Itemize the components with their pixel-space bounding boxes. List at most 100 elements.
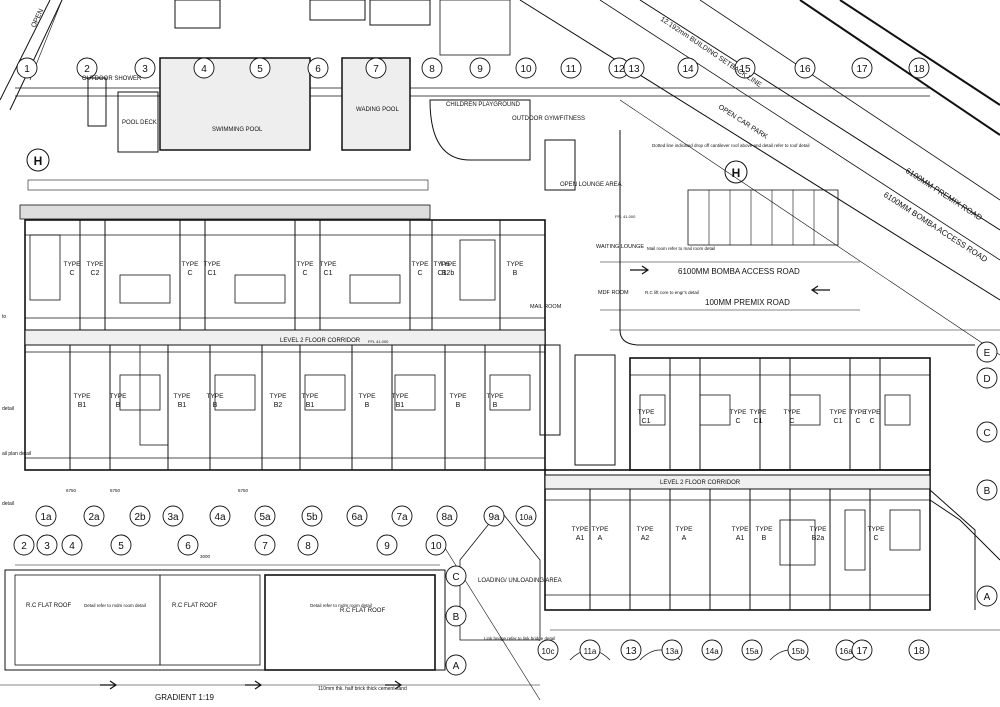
right-lower-unit-3-type-code: A bbox=[682, 535, 687, 542]
right-upper-unit-0-type-word: TYPE bbox=[638, 409, 656, 416]
grid-row-l-A-circle bbox=[445, 654, 467, 676]
grid-top-7: 7 bbox=[373, 64, 379, 75]
grid-mid-6a: 6a bbox=[351, 512, 363, 523]
grid-bl-10: 10 bbox=[430, 541, 442, 552]
label-children-playground: CHILDREN PLAYGROUND bbox=[446, 102, 521, 108]
grid-top-14-circle bbox=[677, 57, 699, 79]
right-upper-unit-6-type-word: TYPE bbox=[864, 409, 882, 416]
label-plan-detail-left: ail plan detail bbox=[2, 451, 31, 457]
label-rc-roof-3: R.C FLAT ROOF bbox=[340, 608, 385, 614]
grid-top-10: 10 bbox=[520, 64, 532, 75]
upper-unit-7-type-code: C1 bbox=[438, 270, 447, 277]
grid-br-17-circle bbox=[851, 639, 873, 661]
lower-unit-7-type-code: B1 bbox=[396, 402, 405, 409]
upper-unit-4-type-word: TYPE bbox=[297, 261, 315, 268]
label-brick-note: 110mm thk. half brick thick cement sand bbox=[318, 686, 407, 692]
grid-mid-7a-circle bbox=[391, 505, 413, 527]
right-lower-unit-0-type-word: TYPE bbox=[572, 526, 590, 533]
grid-top-6-circle bbox=[307, 57, 329, 79]
right-upper-unit-4-type-code: C1 bbox=[834, 418, 843, 425]
roof-areas bbox=[0, 509, 1000, 701]
grid-top-11: 11 bbox=[566, 64, 577, 75]
label-to: to bbox=[2, 314, 6, 320]
right-lower-unit-7-type-word: TYPE bbox=[868, 526, 886, 533]
grid-bl-5-circle bbox=[110, 534, 132, 556]
label-wading-pool: WADING POOL bbox=[356, 107, 399, 113]
label-dotted-note: Dotted line indicated drop off cantileve… bbox=[652, 143, 810, 148]
grid-br-18-circle bbox=[908, 639, 930, 661]
grid-bl-5: 5 bbox=[118, 541, 124, 552]
label-setback: 12.192mm BUILDING SETBACK LINE bbox=[659, 16, 763, 89]
grid-mid-2a-circle bbox=[83, 505, 105, 527]
lower-unit-1-type-code: B bbox=[116, 402, 121, 409]
grid-mid-2b-circle bbox=[129, 505, 151, 527]
right-upper-unit-3-type-code: C bbox=[789, 418, 794, 425]
grid-row-l-C: C bbox=[452, 572, 459, 583]
right-lower-unit-2-type-code: A2 bbox=[641, 535, 650, 542]
grid-bl-8: 8 bbox=[305, 541, 311, 552]
upper-unit-0-type-word: TYPE bbox=[64, 261, 82, 268]
grid-br-13a-circle bbox=[661, 639, 683, 661]
grid-bl-4: 4 bbox=[69, 541, 75, 552]
label-detail-mdm-1: Detail refer to mdm room detail bbox=[84, 603, 146, 608]
grid-row-r-D-circle bbox=[976, 367, 998, 389]
label-detail-left: detail bbox=[2, 406, 14, 412]
grid-mid-9a-circle bbox=[483, 505, 505, 527]
site-linework bbox=[0, 0, 1000, 356]
lower-unit-4-type-code: B2 bbox=[274, 402, 283, 409]
grid-top-6: 6 bbox=[315, 64, 321, 75]
label-rc-roof-1: R.C FLAT ROOF bbox=[26, 603, 71, 609]
grid-br-10c-circle bbox=[537, 639, 559, 661]
label-open-top: OPEN bbox=[30, 8, 45, 29]
grid-row-r-B-circle bbox=[976, 479, 998, 501]
grid-top-9: 9 bbox=[477, 64, 483, 75]
label-outdoor-gym: OUTDOOR GYM/FITNESS bbox=[512, 116, 585, 122]
direction-arrows bbox=[100, 265, 830, 690]
right-lower-unit-0-type-code: A1 bbox=[576, 535, 585, 542]
grid-h-right: H bbox=[732, 166, 741, 180]
label-bomba-access: 6100MM BOMBA ACCESS ROAD bbox=[678, 267, 800, 276]
grid-br-13-circle bbox=[620, 639, 642, 661]
lower-unit-3-type-code: B bbox=[213, 402, 218, 409]
lower-unit-6-type-code: B bbox=[365, 402, 370, 409]
lower-unit-8-type-code: B bbox=[456, 402, 461, 409]
label-rc-roof-2: R.C FLAT ROOF bbox=[172, 603, 217, 609]
upper-unit-2-type-word: TYPE bbox=[182, 261, 200, 268]
lower-unit-2-type-word: TYPE bbox=[174, 393, 192, 400]
grid-bl-2: 2 bbox=[21, 541, 27, 552]
grid-mid-5a-circle bbox=[254, 505, 276, 527]
label-gradient: GRADIENT 1:19 bbox=[155, 693, 215, 702]
grid-top-8: 8 bbox=[429, 64, 435, 75]
grid-top-17-circle bbox=[851, 57, 873, 79]
right-upper-unit-4-type-word: TYPE bbox=[830, 409, 848, 416]
grid-mid-10a-circle bbox=[515, 505, 537, 527]
upper-unit-6-type-code: C bbox=[417, 270, 422, 277]
right-upper-unit-5-type-word: TYPE bbox=[850, 409, 868, 416]
grid-mid-3a-circle bbox=[162, 505, 184, 527]
grid-mid-10a: 10a bbox=[519, 513, 533, 522]
grid-row-l-A: A bbox=[453, 661, 460, 672]
grid-top-14: 14 bbox=[682, 64, 694, 75]
grid-top-3: 3 bbox=[142, 64, 148, 75]
right-lower-unit-1-type-code: A bbox=[598, 535, 603, 542]
right-upper-unit-3-type-word: TYPE bbox=[784, 409, 802, 416]
grid-mid-4a-circle bbox=[209, 505, 231, 527]
right-upper-unit-0-type-code: C1 bbox=[642, 418, 651, 425]
grid-top-1-circle bbox=[16, 57, 38, 79]
right-lower-unit-7-type-code: C bbox=[873, 535, 878, 542]
dim-2: 6750 bbox=[110, 488, 121, 493]
grid-br-14a: 14a bbox=[705, 647, 719, 656]
grid-mid-8a: 8a bbox=[441, 512, 453, 523]
dim-small: 3000 bbox=[200, 554, 211, 559]
grid-top-5-circle bbox=[249, 57, 271, 79]
grid-row-r-E-circle bbox=[976, 341, 998, 363]
grid-mid-5b: 5b bbox=[306, 512, 318, 523]
label-level2-corridor: LEVEL 2 FLOOR CORRIDOR bbox=[280, 338, 361, 344]
grid-top-10-circle bbox=[515, 57, 537, 79]
lower-unit-8-type-word: TYPE bbox=[450, 393, 468, 400]
grid-mid-1a-circle bbox=[35, 505, 57, 527]
grid-top-12: 12 bbox=[613, 64, 625, 75]
right-lower-unit-3-type-word: TYPE bbox=[676, 526, 694, 533]
